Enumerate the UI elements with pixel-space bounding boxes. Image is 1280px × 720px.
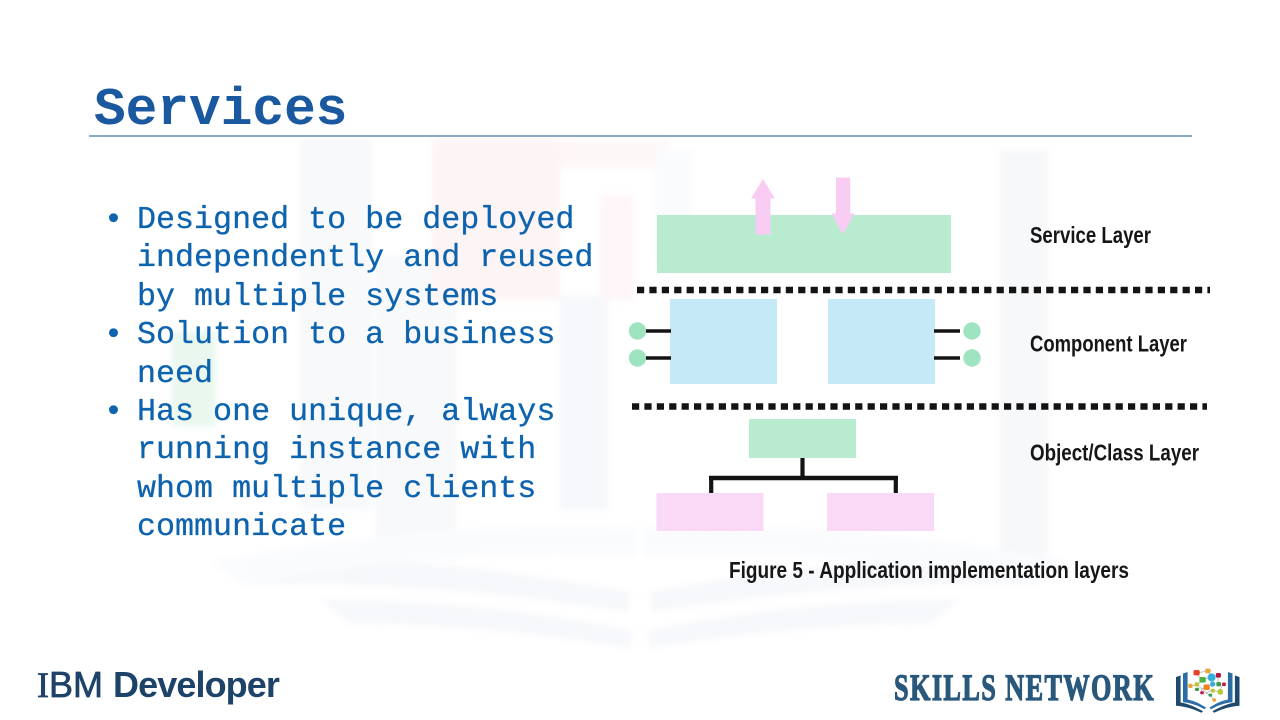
- svg-text:Component Layer: Component Layer: [1030, 331, 1187, 357]
- svg-text:Figure 5 - Application impleme: Figure 5 - Application implementation la…: [729, 557, 1129, 583]
- svg-text:Object/Class Layer: Object/Class Layer: [1030, 440, 1199, 466]
- svg-text:Service Layer: Service Layer: [1030, 222, 1151, 248]
